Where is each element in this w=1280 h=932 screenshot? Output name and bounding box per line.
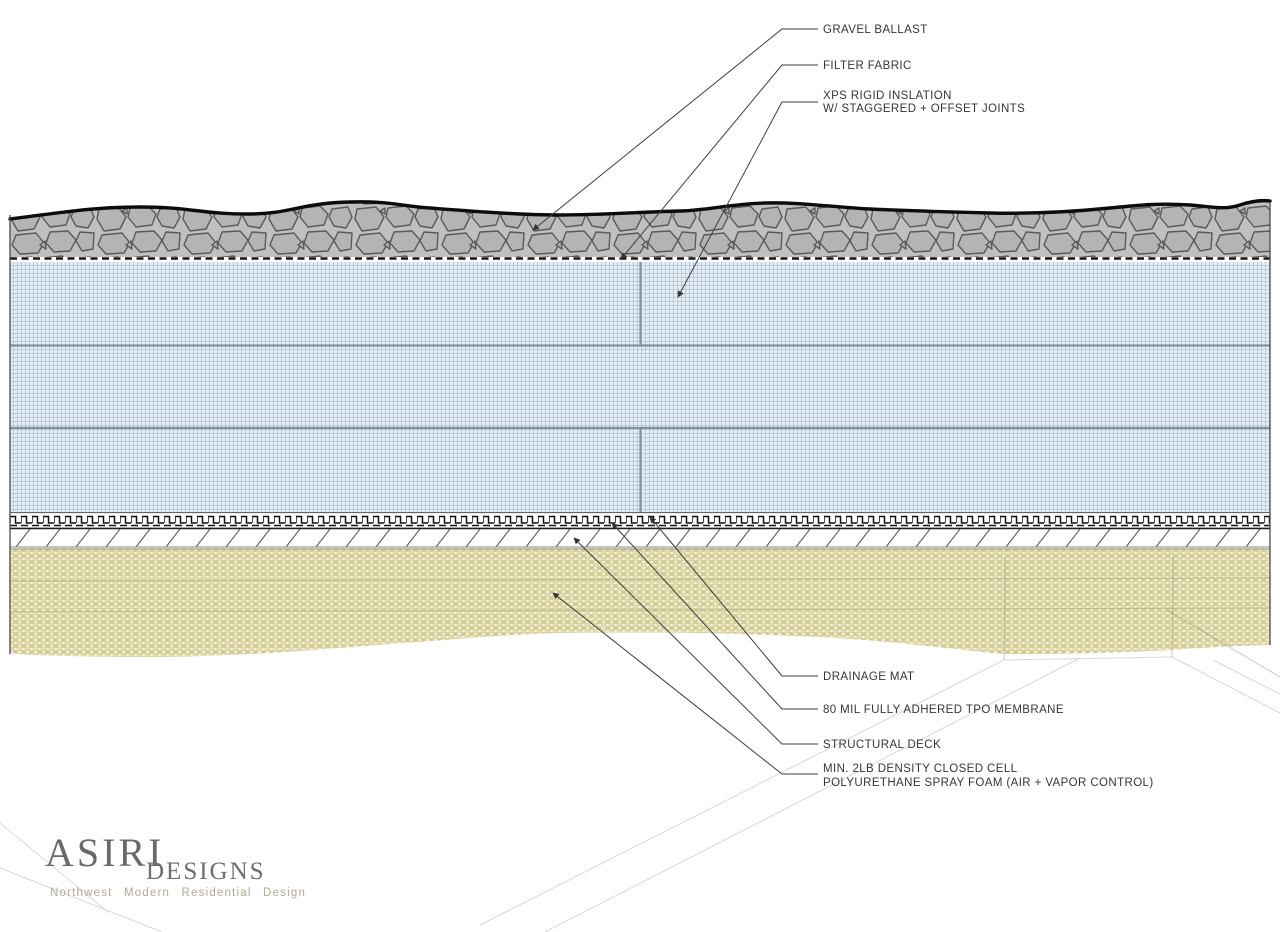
layer-filter-fabric: [10, 256, 1270, 261]
leader-spray-foam: [552, 592, 818, 775]
callout-structural-deck: STRUCTURAL DECK: [823, 739, 941, 751]
background-construction-lines: [0, 656, 1280, 932]
leader-structural-deck: [573, 537, 818, 745]
callout-xps-line1: XPS RIGID INSLATION: [823, 90, 952, 102]
leader-lines: [532, 28, 818, 775]
layer-structural-deck: [10, 529, 1270, 548]
leader-gravel-ballast: [532, 28, 818, 231]
leader-filter-fabric: [620, 64, 818, 260]
logo-brand-primary: ASIRI: [45, 830, 164, 875]
logo-tagline: Northwest Modern Residential Design: [50, 887, 306, 899]
callout-gravel-ballast: GRAVEL BALLAST: [823, 24, 928, 36]
leader-xps-insulation: [677, 101, 818, 298]
logo-brand-secondary: DESIGNS: [146, 858, 266, 885]
callout-xps-line2: W/ STAGGERED + OFFSET JOINTS: [823, 103, 1025, 115]
layer-spray-foam: [10, 548, 1280, 678]
callout-filter-fabric: FILTER FABRIC: [823, 60, 912, 72]
callout-tpo-membrane: 80 MIL FULLY ADHERED TPO MEMBRANE: [823, 704, 1064, 716]
callout-foam-line1: MIN. 2LB DENSITY CLOSED CELL: [823, 763, 1018, 775]
section-cut-edges: [9, 202, 1271, 654]
callout-foam-line2: POLYURETHANE SPRAY FOAM (AIR + VAPOR CON…: [823, 777, 1154, 789]
callout-labels: GRAVEL BALLAST FILTER FABRIC XPS RIGID I…: [823, 24, 1154, 789]
callout-drainage-mat: DRAINAGE MAT: [823, 671, 914, 683]
asiri-designs-logo: ASIRI DESIGNS Northwest Modern Residenti…: [45, 830, 306, 899]
leader-tpo-membrane: [611, 522, 818, 710]
layer-xps-insulation: [10, 262, 1270, 512]
leader-drainage-mat: [649, 516, 818, 677]
layer-gravel-ballast: [8, 150, 1272, 257]
layer-drainage-mat-tpo: [10, 511, 1270, 530]
